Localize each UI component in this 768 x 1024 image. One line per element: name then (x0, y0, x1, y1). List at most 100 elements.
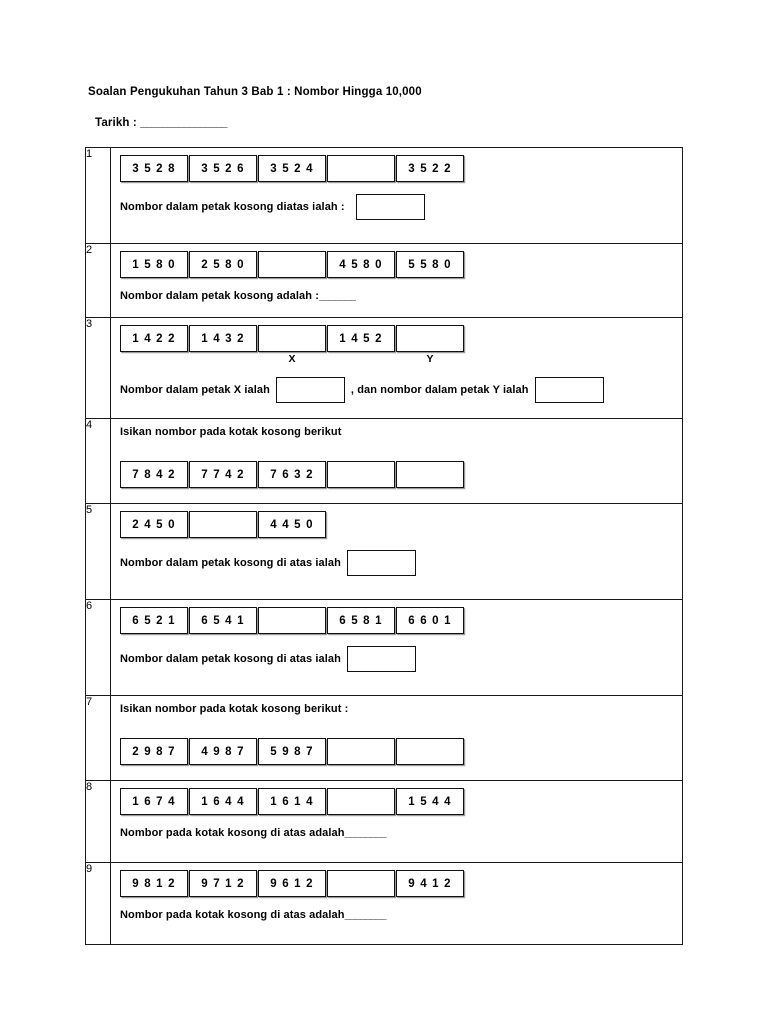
sequence-box-blank[interactable] (258, 607, 326, 634)
number-sequence: 3 5 2 8 3 5 2 6 3 5 2 4 3 5 2 2 (120, 155, 682, 182)
question-body: 3 5 2 8 3 5 2 6 3 5 2 4 3 5 2 2 Nombor d… (110, 147, 683, 244)
sequence-box-blank[interactable] (327, 788, 395, 815)
sequence-box: 3 5 2 8 (120, 155, 188, 182)
sequence-box-blank[interactable] (327, 738, 395, 765)
sequence-box: 3 5 2 2 (396, 155, 464, 182)
answer-box[interactable] (355, 194, 425, 220)
sequence-box: 6 5 8 1 (327, 607, 395, 634)
answer-box-y[interactable] (534, 377, 604, 403)
question-number: 1 (85, 147, 111, 244)
number-sequence: 2 9 8 7 4 9 8 7 5 9 8 7 (120, 738, 682, 765)
sequence-box: 2 4 5 0 (120, 511, 188, 538)
sequence-box: 7 8 4 2 (120, 461, 188, 488)
sequence-box-blank[interactable] (396, 461, 464, 488)
number-sequence: 6 5 2 1 6 5 4 1 6 5 8 1 6 6 0 1 (120, 607, 682, 634)
sequence-box-blank[interactable] (327, 870, 395, 897)
question-body: 2 4 5 0 4 4 5 0 Nombor dalam petak koson… (110, 503, 683, 600)
sequence-box: 4 4 5 0 (258, 511, 326, 538)
sequence-box-blank[interactable] (327, 155, 395, 182)
answer-box[interactable] (346, 550, 416, 576)
sequence-box: 3 5 2 6 (189, 155, 257, 182)
question-body: 9 8 1 2 9 7 1 2 9 6 1 2 9 4 1 2 Nombor p… (110, 862, 683, 945)
answer-blank-rule[interactable]: ________ (344, 909, 387, 921)
marker-label-x: X (288, 353, 296, 365)
question-body: 1 5 8 0 2 5 8 0 4 5 8 0 5 5 8 0 Nombor d… (110, 243, 683, 318)
marker-label-y: Y (426, 353, 434, 365)
sequence-box-blank[interactable] (327, 461, 395, 488)
sequence-box: 5 9 8 7 (258, 738, 326, 765)
statement-text: Nombor pada kotak kosong di atas adalah (120, 909, 345, 921)
question-instruction: Isikan nombor pada kotak kosong berikut (120, 426, 342, 438)
sequence-box-blank-x[interactable] (258, 325, 326, 352)
number-sequence: 1 4 2 2 1 4 3 2 1 4 5 2 (120, 325, 682, 352)
sequence-box: 4 5 8 0 (327, 251, 395, 278)
question-number: 5 (85, 503, 111, 600)
question-body: Isikan nombor pada kotak kosong berikut … (110, 695, 683, 781)
sequence-box: 1 4 2 2 (120, 325, 188, 352)
sequence-box: 5 5 8 0 (396, 251, 464, 278)
page-title: Soalan Pengukuhan Tahun 3 Bab 1 : Nombor… (88, 86, 422, 98)
table-row: 8 1 6 7 4 1 6 4 4 1 6 1 4 1 5 4 4 Nombor… (85, 780, 683, 863)
number-sequence: 1 5 8 0 2 5 8 0 4 5 8 0 5 5 8 0 (120, 251, 682, 278)
number-sequence: 7 8 4 2 7 7 4 2 7 6 3 2 (120, 461, 682, 488)
sequence-box: 9 4 1 2 (396, 870, 464, 897)
sequence-box: 2 9 8 7 (120, 738, 188, 765)
statement-text: Nombor dalam petak kosong diatas ialah : (120, 201, 345, 213)
sequence-box: 1 5 4 4 (396, 788, 464, 815)
date-label: Tarikh : (95, 117, 141, 129)
sequence-box: 2 5 8 0 (189, 251, 257, 278)
table-row: 2 1 5 8 0 2 5 8 0 4 5 8 0 5 5 8 0 Nombor… (85, 243, 683, 318)
question-number: 7 (85, 695, 111, 781)
table-row: 5 2 4 5 0 4 4 5 0 Nombor dalam petak kos… (85, 503, 683, 600)
question-number: 4 (85, 418, 111, 504)
answer-statement: Nombor pada kotak kosong di atas adalah … (120, 827, 682, 839)
date-blank-rule[interactable]: ________________ (140, 117, 227, 129)
marker-label (189, 353, 257, 365)
question-number: 6 (85, 599, 111, 696)
marker-label (120, 353, 188, 365)
table-row: 1 3 5 2 8 3 5 2 6 3 5 2 4 3 5 2 2 Nombor… (85, 147, 683, 244)
table-row: 9 9 8 1 2 9 7 1 2 9 6 1 2 9 4 1 2 Nombor… (85, 862, 683, 945)
answer-box[interactable] (346, 646, 416, 672)
answer-statement: Nombor dalam petak kosong diatas ialah : (120, 194, 682, 220)
questions-table: 1 3 5 2 8 3 5 2 6 3 5 2 4 3 5 2 2 Nombor… (85, 147, 683, 945)
statement-text-x: Nombor dalam petak X ialah (120, 384, 270, 396)
answer-statement: Nombor dalam petak X ialah , dan nombor … (120, 377, 682, 403)
sequence-box: 7 6 3 2 (258, 461, 326, 488)
sequence-box: 1 5 8 0 (120, 251, 188, 278)
table-row: 6 6 5 2 1 6 5 4 1 6 5 8 1 6 6 0 1 Nombor… (85, 599, 683, 696)
number-sequence: 1 6 7 4 1 6 4 4 1 6 1 4 1 5 4 4 (120, 788, 682, 815)
question-number: 8 (85, 780, 111, 863)
sequence-box: 6 6 0 1 (396, 607, 464, 634)
marker-row: X Y (120, 353, 682, 365)
answer-box-x[interactable] (275, 377, 345, 403)
sequence-box: 1 6 7 4 (120, 788, 188, 815)
sequence-box: 9 8 1 2 (120, 870, 188, 897)
number-sequence: 9 8 1 2 9 7 1 2 9 6 1 2 9 4 1 2 (120, 870, 682, 897)
date-field: Tarikh : ________________ (95, 117, 228, 129)
answer-blank-rule[interactable]: _______ (319, 290, 356, 302)
question-number: 2 (85, 243, 111, 318)
answer-statement: Nombor dalam petak kosong di atas ialah (120, 646, 682, 672)
sequence-box: 1 6 1 4 (258, 788, 326, 815)
answer-blank-rule[interactable]: ________ (344, 827, 387, 839)
question-body: 6 5 2 1 6 5 4 1 6 5 8 1 6 6 0 1 Nombor d… (110, 599, 683, 696)
question-body: 1 6 7 4 1 6 4 4 1 6 1 4 1 5 4 4 Nombor p… (110, 780, 683, 863)
answer-statement: Nombor dalam petak kosong di atas ialah (120, 550, 682, 576)
statement-text: Nombor dalam petak kosong adalah : (120, 290, 319, 302)
sequence-box-blank[interactable] (396, 738, 464, 765)
table-row: 3 1 4 2 2 1 4 3 2 1 4 5 2 (85, 317, 683, 419)
sequence-box: 3 5 2 4 (258, 155, 326, 182)
table-row: 4 Isikan nombor pada kotak kosong beriku… (85, 418, 683, 504)
table-row: 7 Isikan nombor pada kotak kosong beriku… (85, 695, 683, 781)
sequence-box-blank[interactable] (189, 511, 257, 538)
sequence-box: 1 4 5 2 (327, 325, 395, 352)
sequence-box-blank[interactable] (258, 251, 326, 278)
sequence-box: 7 7 4 2 (189, 461, 257, 488)
sequence-box: 1 4 3 2 (189, 325, 257, 352)
sequence-box-blank-y[interactable] (396, 325, 464, 352)
answer-statement: Nombor dalam petak kosong adalah : _____… (120, 290, 682, 302)
statement-text-y: , dan nombor dalam petak Y ialah (350, 384, 529, 396)
sequence-box: 9 7 1 2 (189, 870, 257, 897)
